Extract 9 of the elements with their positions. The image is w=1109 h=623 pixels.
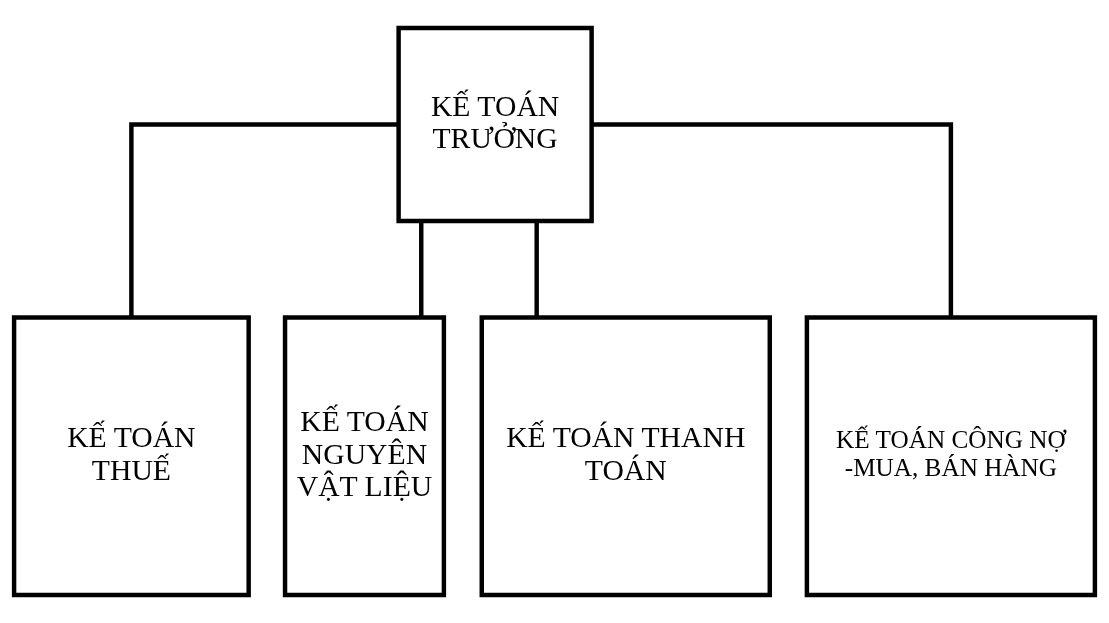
node-box: KẾ TOÁN CÔNG NỢ -MUA, BÁN HÀNG <box>804 315 1098 598</box>
connector <box>419 221 424 318</box>
node-box: KẾ TOÁN NGUYÊN VẬT LIỆU <box>282 315 447 598</box>
node-box: KẾ TOÁN TRƯỞNG <box>396 25 594 224</box>
connector <box>129 122 399 317</box>
node-box: KẾ TOÁN THUẾ <box>11 315 251 598</box>
connector <box>534 221 539 318</box>
connector <box>591 122 954 317</box>
node-box: KẾ TOÁN THANH TOÁN <box>479 315 772 598</box>
